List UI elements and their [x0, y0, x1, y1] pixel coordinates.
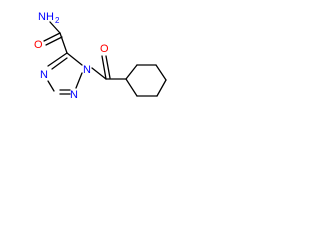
bond-n4-c5-2 — [51, 57, 68, 70]
triazole-n1-label: N — [83, 64, 91, 76]
bond-carbonyl-c-o-2 — [105, 55, 111, 79]
bond-amide-c-o-1 — [43, 32, 61, 42]
triazole-n4-label: N — [40, 69, 48, 81]
acyl-oxygen-label: O — [100, 43, 109, 55]
bond-cy-6 — [125, 78, 138, 97]
bond-cy-1 — [125, 64, 138, 80]
bond-cy-4 — [156, 79, 167, 97]
bond-amide-c-ring — [59, 32, 68, 54]
bond-cy-3 — [155, 64, 167, 81]
bond-n1-n2 — [75, 72, 83, 89]
bond-n4-c5-1 — [47, 52, 68, 67]
amide-nitrogen-label: NH — [38, 11, 54, 23]
triazole-n2-label: N — [70, 89, 78, 101]
bond-carbonyl-c-o-1 — [101, 55, 107, 80]
chemical-structure-diagram: NH 2 O N N N O — [34, 11, 167, 101]
bond-n1-carbonyl-c — [91, 67, 107, 80]
bond-c5-n1 — [66, 52, 83, 66]
bond-amide-c-n — [49, 21, 61, 34]
bond-amide-c-o-2 — [45, 36, 63, 46]
amide-oxygen-label: O — [34, 39, 43, 51]
amide-nitrogen-subscript: 2 — [55, 16, 60, 25]
bond-c3-n4 — [47, 80, 55, 92]
